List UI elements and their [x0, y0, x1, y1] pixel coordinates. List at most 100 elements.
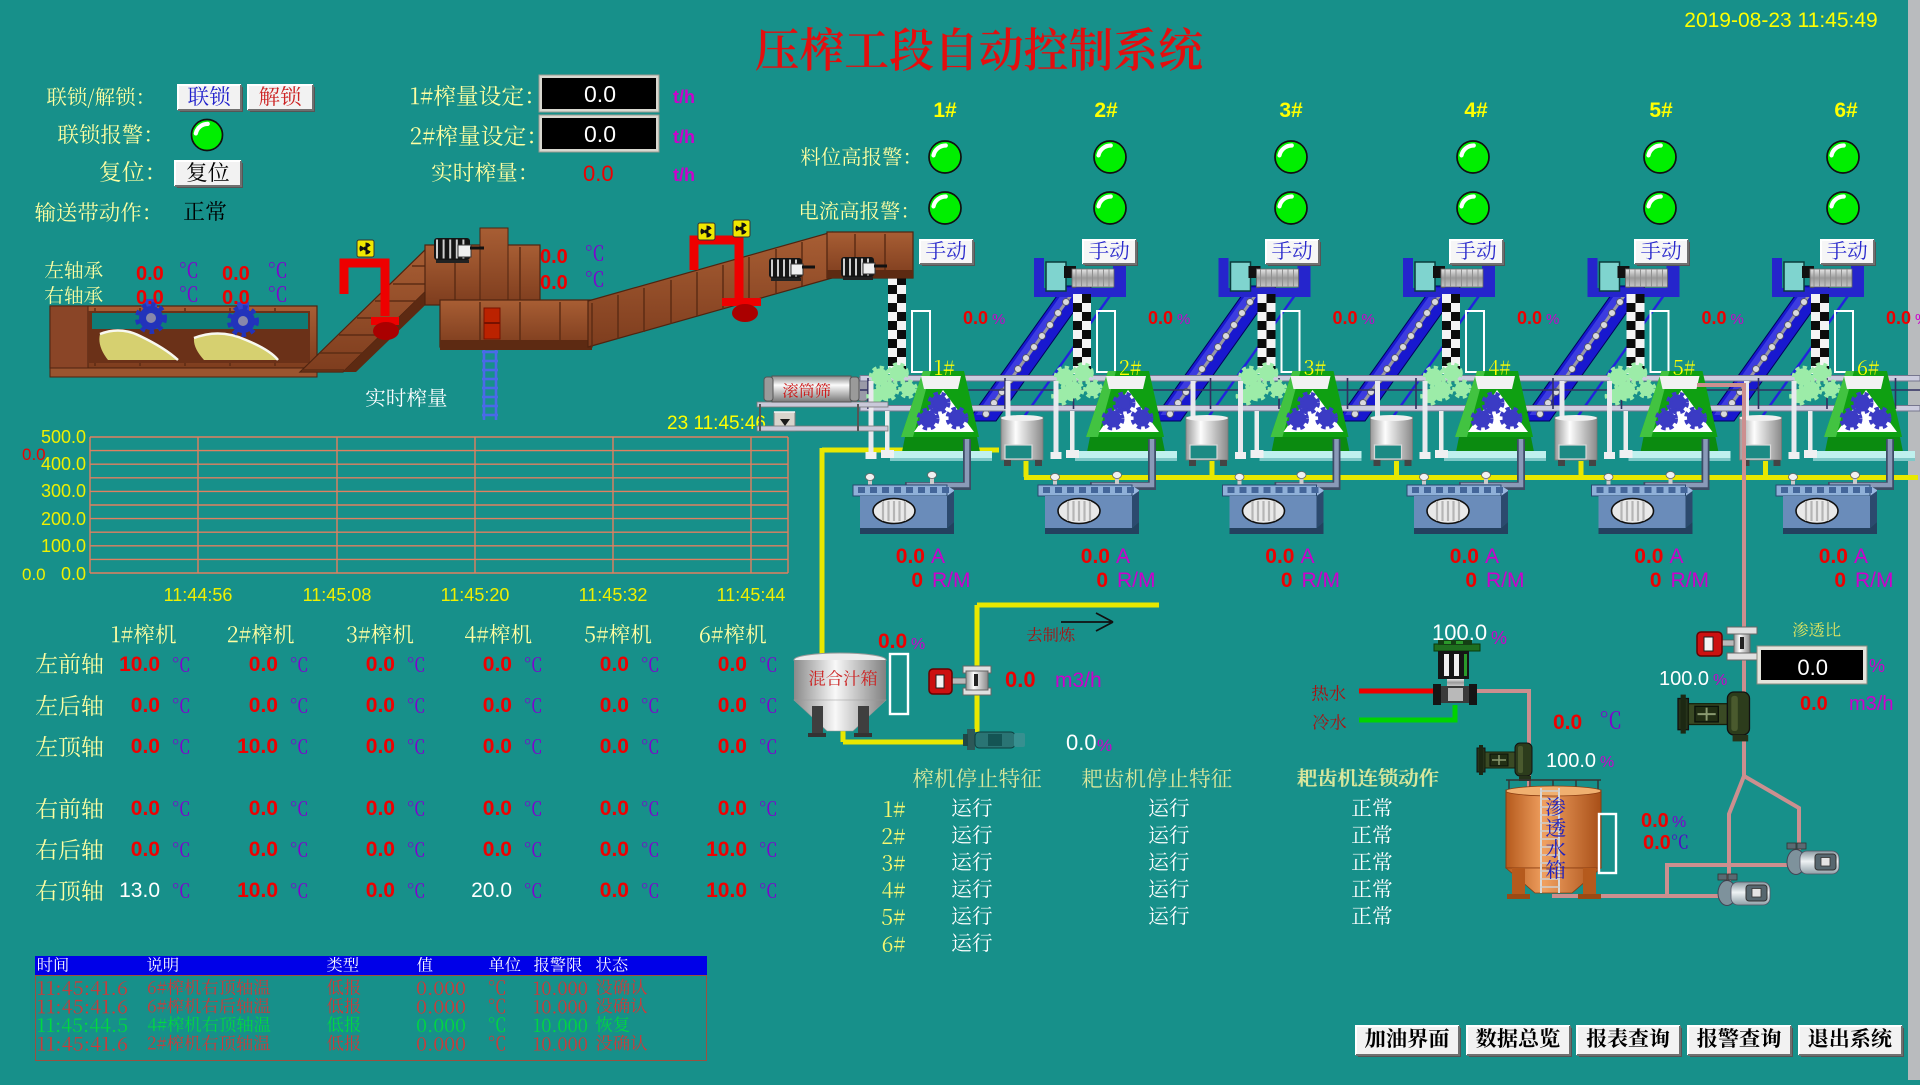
svg-text:0.0: 0.0: [1005, 667, 1036, 692]
svg-text:5#: 5#: [1649, 99, 1673, 122]
svg-text:%: %: [1546, 311, 1559, 328]
svg-text:0.0: 0.0: [1517, 308, 1542, 328]
svg-text:0.0: 0.0: [1702, 308, 1727, 328]
svg-text:R/M: R/M: [1302, 569, 1341, 592]
svg-text:0.0: 0.0: [249, 797, 278, 820]
svg-text:A: A: [931, 545, 945, 568]
svg-text:t/h: t/h: [673, 87, 695, 107]
svg-text:0.0: 0.0: [1634, 545, 1663, 568]
svg-text:0.0: 0.0: [1553, 711, 1582, 734]
svg-text:0.0: 0.0: [1333, 308, 1358, 328]
svg-text:0.0: 0.0: [222, 287, 250, 309]
svg-text:0.0: 0.0: [584, 81, 616, 107]
svg-text:0.0: 0.0: [600, 694, 629, 717]
svg-text:0.0: 0.0: [583, 161, 614, 186]
svg-text:11:44:56: 11:44:56: [164, 585, 233, 605]
svg-text:R/M: R/M: [1117, 569, 1156, 592]
svg-text:%: %: [992, 311, 1005, 328]
svg-text:0.0: 0.0: [718, 797, 747, 820]
svg-text:m3/h: m3/h: [1055, 669, 1102, 692]
svg-text:0.0: 0.0: [131, 735, 160, 758]
svg-text:6#: 6#: [1834, 99, 1858, 122]
svg-text:400.0: 400.0: [41, 454, 86, 474]
svg-text:11:45:20: 11:45:20: [441, 585, 510, 605]
svg-text:0.0: 0.0: [540, 246, 568, 268]
svg-text:A: A: [1485, 545, 1499, 568]
svg-text:0.0: 0.0: [61, 564, 86, 584]
svg-text:t/h: t/h: [673, 165, 695, 185]
svg-text:0.0: 0.0: [366, 797, 395, 820]
svg-text:0.0: 0.0: [896, 545, 925, 568]
svg-text:0.0: 0.0: [136, 287, 164, 309]
svg-text:%: %: [1362, 311, 1375, 328]
svg-text:13.0: 13.0: [119, 879, 160, 902]
svg-text:%: %: [911, 636, 925, 653]
svg-text:0.0: 0.0: [1641, 810, 1669, 832]
svg-text:0.0: 0.0: [718, 694, 747, 717]
svg-text:2#: 2#: [1094, 99, 1118, 122]
svg-text:0.0: 0.0: [483, 694, 512, 717]
svg-text:0.0: 0.0: [136, 263, 164, 285]
svg-text:%: %: [1600, 754, 1614, 771]
svg-text:0.0: 0.0: [22, 565, 46, 584]
svg-text:300.0: 300.0: [41, 481, 86, 501]
svg-text:10.0: 10.0: [237, 879, 278, 902]
svg-text:100.0: 100.0: [41, 536, 86, 556]
svg-text:10.0: 10.0: [706, 838, 747, 861]
svg-text:0.0: 0.0: [1800, 693, 1828, 715]
svg-text:4#: 4#: [1464, 99, 1488, 122]
svg-text:0.0: 0.0: [22, 445, 46, 464]
svg-text:0.0: 0.0: [483, 653, 512, 676]
svg-text:R/M: R/M: [1486, 569, 1525, 592]
svg-text:A: A: [1670, 545, 1684, 568]
svg-text:%: %: [1869, 656, 1885, 676]
svg-text:%: %: [1713, 672, 1727, 689]
svg-text:0.0: 0.0: [249, 653, 278, 676]
svg-text:0.0: 0.0: [600, 879, 629, 902]
svg-text:0.0: 0.0: [483, 735, 512, 758]
svg-text:0.0: 0.0: [131, 797, 160, 820]
svg-text:0.0: 0.0: [1148, 308, 1173, 328]
svg-text:%: %: [1915, 311, 1920, 328]
svg-text:0.0: 0.0: [366, 694, 395, 717]
svg-text:0: 0: [1281, 569, 1293, 592]
svg-text:0.0: 0.0: [1265, 545, 1294, 568]
svg-text:0: 0: [1465, 569, 1477, 592]
svg-text:10.0: 10.0: [237, 735, 278, 758]
svg-text:%: %: [1177, 311, 1190, 328]
svg-text:0.0: 0.0: [540, 272, 568, 294]
svg-text:0.0: 0.0: [1819, 545, 1848, 568]
svg-text:0.0: 0.0: [366, 653, 395, 676]
svg-text:A: A: [1116, 545, 1130, 568]
svg-text:2019-08-23 11:45:49: 2019-08-23 11:45:49: [1684, 9, 1877, 32]
svg-text:0.0: 0.0: [131, 838, 160, 861]
svg-text:A: A: [1854, 545, 1868, 568]
svg-text:0.0: 0.0: [483, 797, 512, 820]
svg-text:0.0: 0.0: [249, 838, 278, 861]
svg-text:0: 0: [911, 569, 923, 592]
svg-text:11:45:08: 11:45:08: [303, 585, 372, 605]
svg-text:3#: 3#: [1279, 99, 1303, 122]
svg-text:0.0: 0.0: [600, 653, 629, 676]
svg-text:0.0: 0.0: [366, 838, 395, 861]
svg-text:100.0: 100.0: [1546, 750, 1596, 772]
svg-text:0: 0: [1834, 569, 1846, 592]
svg-text:0.0: 0.0: [963, 308, 988, 328]
svg-text:0.0: 0.0: [600, 838, 629, 861]
svg-text:10.0: 10.0: [706, 879, 747, 902]
svg-text:11:45:32: 11:45:32: [579, 585, 648, 605]
svg-text:500.0: 500.0: [41, 427, 86, 447]
svg-text:R/M: R/M: [932, 569, 971, 592]
svg-text:0.0: 0.0: [718, 735, 747, 758]
svg-text:0.0: 0.0: [131, 694, 160, 717]
svg-text:%: %: [1672, 814, 1686, 831]
svg-text:0.0: 0.0: [483, 838, 512, 861]
svg-text:0.0: 0.0: [1643, 832, 1671, 854]
svg-text:0.0: 0.0: [1066, 730, 1097, 755]
svg-text:20.0: 20.0: [471, 879, 512, 902]
svg-text:%: %: [1491, 628, 1507, 648]
svg-text:0.0: 0.0: [222, 263, 250, 285]
svg-text:R/M: R/M: [1855, 569, 1894, 592]
svg-text:0.0: 0.0: [878, 630, 907, 653]
svg-text:0.0: 0.0: [718, 653, 747, 676]
